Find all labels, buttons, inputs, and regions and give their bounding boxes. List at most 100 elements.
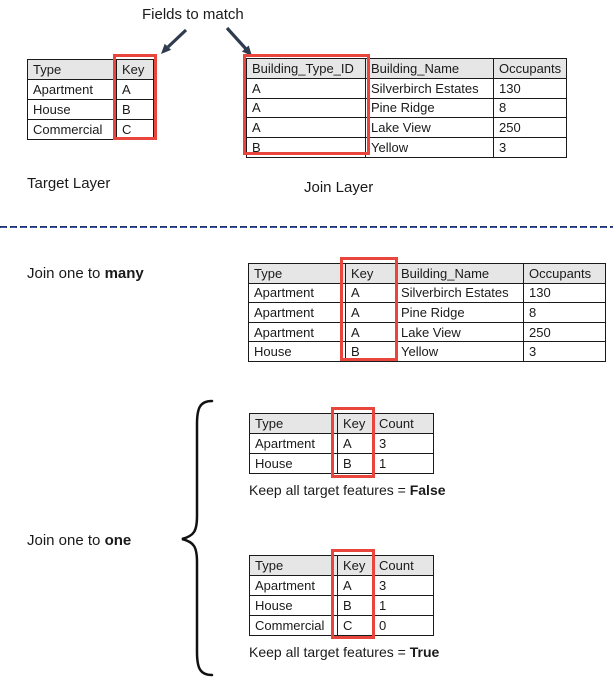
column-header: Key [337,555,374,576]
divider-dash [490,226,497,228]
table-cell: A [337,433,374,454]
table-cell: 250 [493,117,567,139]
divider-dash [390,226,397,228]
arrowhead-right-icon [241,45,252,56]
table-cell: A [345,321,396,343]
table-cell: 0 [373,615,434,636]
column-header: Key [345,263,396,284]
keep-all-true-caption: Keep all target features = True [249,644,439,660]
arrow-to-target-key-icon [166,28,188,49]
divider-dash [230,226,237,228]
table-cell: House [249,453,338,474]
curly-brace-icon [181,399,214,677]
join-one-to-one-label-prefix: Join one to [27,532,105,549]
arrow-to-join-key-icon [225,26,248,51]
divider-dash [540,226,547,228]
table-cell: Pine Ridge [365,97,494,119]
arrowhead-left-icon [161,43,172,54]
divider-dash [170,226,177,228]
divider-dash [320,226,327,228]
table-cell: 3 [373,575,434,596]
divider-dash [90,226,97,228]
table-cell: A [345,302,396,323]
divider-dash [100,226,107,228]
column-header: Type [249,413,338,434]
target-layer-label: Target Layer [27,175,111,192]
divider-dash [50,226,57,228]
divider-dash [440,226,447,228]
fields-to-match-arrows-icon [161,26,252,56]
table-cell: A [337,575,374,596]
column-header: Type [27,59,117,80]
divider-dash [610,226,613,228]
divider-dash [370,226,377,228]
table-cell: 3 [373,433,434,454]
divider-dash [510,226,517,228]
keep-all-false-caption: Keep all target features = False [249,482,446,498]
table-cell: A [116,79,154,100]
table-cell: Apartment [249,575,338,596]
divider-dash [280,226,287,228]
divider-dash [270,226,277,228]
divider-dash [560,226,567,228]
divider-dash [430,226,437,228]
divider-dash [590,226,597,228]
divider-dash [300,226,307,228]
join-one-to-one-label: Join one to one [27,532,131,549]
keep-all-false-value: False [409,482,446,498]
keep-all-true-prefix: Keep all target features = [249,644,410,660]
keep-all-true-value: True [409,644,440,660]
table-cell: Apartment [248,321,346,343]
column-header: Building_Name [395,263,524,284]
divider-dash [200,226,207,228]
divider-dash [530,226,537,228]
table-cell: 1 [373,453,434,474]
table-cell: House [248,341,346,362]
divider-dash [310,226,317,228]
table-cell: A [345,282,396,304]
table-cell: Lake View [365,117,494,139]
table-cell: Apartment [27,79,117,100]
column-header: Type [249,555,338,576]
column-header: Occupants [523,263,606,284]
divider-dash [500,226,507,228]
divider-dash [340,226,347,228]
divider-dash [120,226,127,228]
divider-dash [470,226,477,228]
join-layer-label: Join Layer [304,179,374,196]
table-cell: B [337,453,374,474]
table-cell: House [27,99,117,120]
column-header: Occupants [493,58,567,79]
divider-dash [410,226,417,228]
table-cell: 1 [373,595,434,616]
divider-dash [260,226,267,228]
table-cell: Pine Ridge [395,302,524,323]
divider-dash [600,226,607,228]
divider-dash [450,226,457,228]
divider-dash [60,226,67,228]
table-cell: B [116,99,154,120]
divider-dash [210,226,217,228]
table-cell: Lake View [395,321,524,343]
divider-dash [140,226,147,228]
divider-dash [80,226,87,228]
